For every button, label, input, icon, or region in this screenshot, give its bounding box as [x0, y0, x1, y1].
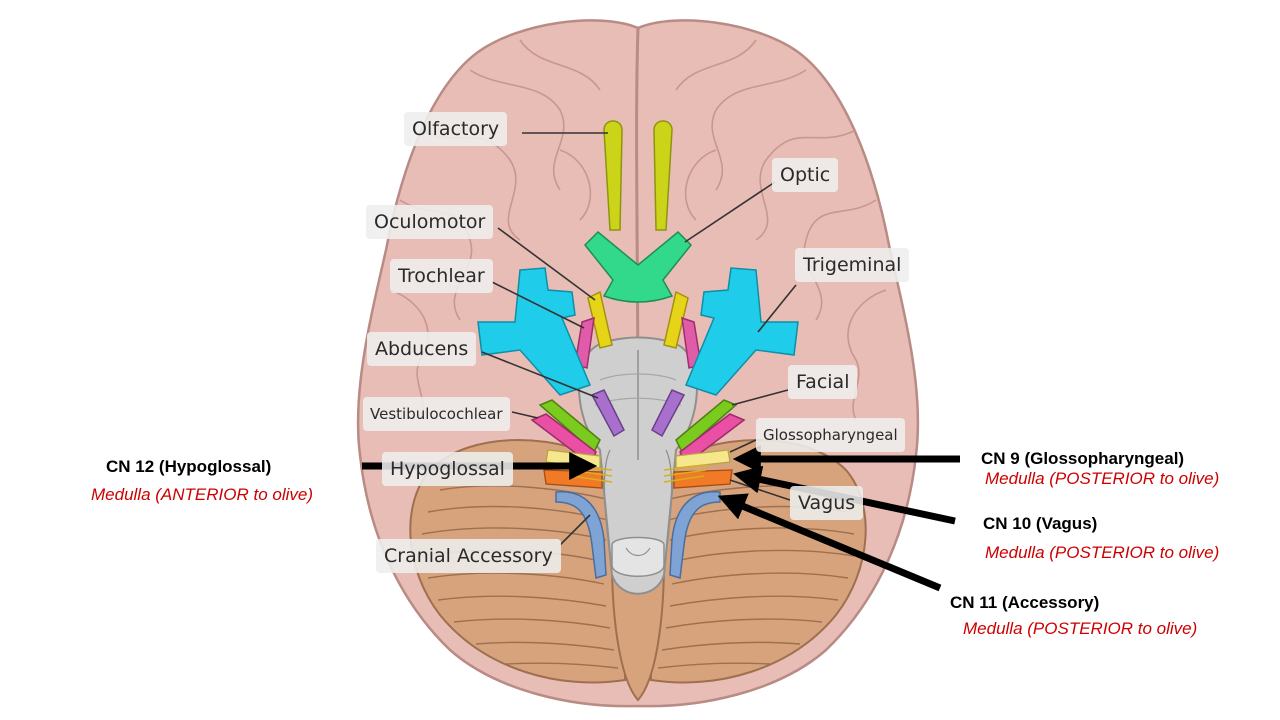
- annotation-cn11-location-wrap: Medulla (POSTERIOR to olive): [963, 619, 1197, 639]
- leader-line-optic: [684, 181, 776, 243]
- annotation-cn12-title: CN 12 (Hypoglossal): [106, 457, 272, 476]
- leader-line-facial: [731, 389, 789, 406]
- optic-nerve: [583, 230, 693, 303]
- annotation-cn12: CN 12 (Hypoglossal): [106, 457, 271, 477]
- annotation-cn11-title: CN 11 (Accessory): [950, 593, 1100, 612]
- label-cranial-accessory: Cranial Accessory: [376, 539, 561, 573]
- label-glossopharyngeal: Glossopharyngeal: [756, 418, 905, 452]
- label-olfactory: Olfactory: [404, 112, 508, 146]
- label-oculomotor: Oculomotor: [366, 205, 494, 239]
- vestibulocochlear-nerve: [530, 413, 746, 466]
- annotation-cn12-location: Medulla (ANTERIOR to olive): [91, 485, 314, 504]
- annotation-cn10-title: CN 10 (Vagus): [983, 514, 1098, 533]
- oculomotor-nerve: [587, 290, 689, 349]
- leader-line-trochlear: [491, 281, 585, 329]
- trochlear-nerve: [574, 316, 702, 369]
- leader-line-abducens: [481, 351, 599, 399]
- label-vagus: Vagus: [790, 486, 864, 520]
- annotation-cn10: CN 10 (Vagus): [983, 514, 1097, 534]
- label-trigeminal: Trigeminal: [795, 248, 910, 282]
- label-abducens: Abducens: [367, 332, 477, 366]
- accessory-nerve: [555, 491, 721, 579]
- leader-lines: [481, 132, 797, 546]
- leader-line-oculomotor: [497, 227, 596, 301]
- annotation-cn9-location-wrap: Medulla (POSTERIOR to olive): [985, 469, 1219, 489]
- label-optic: Optic: [772, 158, 839, 192]
- label-facial: Facial: [788, 365, 858, 399]
- leader-line-cranial-accessory: [559, 514, 591, 546]
- annotation-cn10-location-wrap: Medulla (POSTERIOR to olive): [985, 543, 1219, 563]
- annotation-cn10-location: Medulla (POSTERIOR to olive): [985, 543, 1220, 562]
- abducens-nerve: [590, 389, 686, 438]
- annotation-cn9-location: Medulla (POSTERIOR to olive): [985, 469, 1220, 488]
- annotation-cn11-location: Medulla (POSTERIOR to olive): [963, 619, 1198, 638]
- trigeminal-nerve: [477, 267, 799, 396]
- olfactory-nerve: [603, 120, 673, 231]
- label-trochlear: Trochlear: [390, 259, 493, 293]
- annotation-cn11: CN 11 (Accessory): [950, 593, 1099, 613]
- leader-line-trigeminal: [757, 284, 797, 333]
- label-vestibulocochlear: Vestibulocochlear: [363, 397, 510, 431]
- arrow-cn11: [717, 493, 942, 592]
- label-hypoglossal: Hypoglossal: [382, 452, 513, 486]
- annotation-cn12-location-wrap: Medulla (ANTERIOR to olive): [91, 485, 313, 505]
- leader-line-vestibulocochlear: [511, 411, 539, 419]
- annotation-cn9-title: CN 9 (Glossopharyngeal): [981, 449, 1185, 468]
- annotation-cn9: CN 9 (Glossopharyngeal): [981, 449, 1184, 469]
